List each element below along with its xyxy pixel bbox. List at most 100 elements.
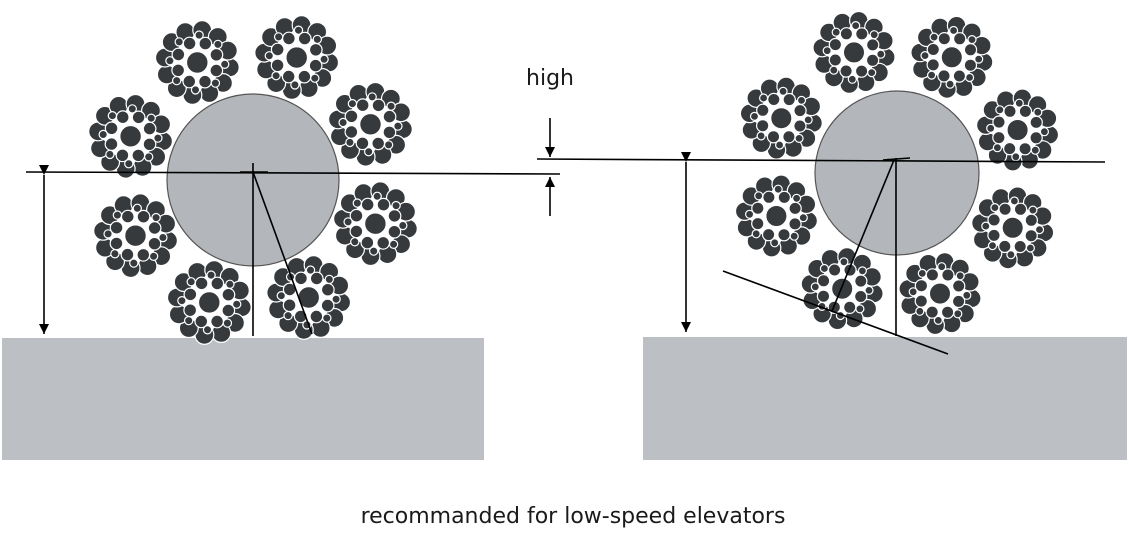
wire (782, 130, 796, 144)
wire (987, 241, 998, 251)
caption: recommanded for low-speed elevators (361, 504, 786, 529)
wire (293, 25, 304, 35)
wire (967, 34, 977, 45)
left-center-horizontal-line (25, 171, 561, 175)
wire (1034, 225, 1045, 235)
wire (963, 43, 978, 57)
wire (322, 313, 332, 323)
wire (995, 105, 1005, 115)
wire (843, 300, 857, 314)
right-center-horizontal-line (536, 158, 1106, 163)
right-rope (734, 10, 1060, 336)
wire (855, 27, 869, 41)
wire (762, 190, 776, 204)
wire (382, 125, 397, 140)
wire (756, 103, 770, 118)
wire (183, 303, 198, 318)
wire (1029, 115, 1043, 130)
wire (371, 136, 386, 151)
wire (1024, 228, 1038, 243)
wire (937, 32, 952, 46)
wire (986, 123, 996, 133)
wire (344, 125, 359, 139)
wire (1013, 202, 1028, 216)
wire (398, 220, 408, 231)
wire (758, 93, 769, 103)
wire (369, 246, 379, 256)
strand (975, 88, 1060, 172)
wire (953, 309, 963, 319)
wire (798, 213, 808, 223)
wire (198, 36, 213, 51)
wire (1013, 239, 1027, 254)
wire (355, 136, 370, 151)
wire (107, 110, 118, 121)
left-angle-line (252, 171, 313, 335)
wire (344, 109, 359, 124)
wire (1014, 98, 1024, 108)
wire (312, 34, 322, 45)
wire (119, 124, 143, 148)
wire (1024, 213, 1039, 227)
wire (948, 25, 959, 36)
wire (270, 42, 285, 57)
wire (320, 282, 335, 297)
wire (146, 113, 156, 123)
wire (1011, 152, 1021, 162)
strand (93, 193, 179, 279)
wire (221, 287, 236, 302)
wire (129, 258, 139, 268)
wire (920, 50, 930, 61)
height-label: high (526, 66, 574, 91)
strand (254, 15, 340, 100)
strand (898, 251, 982, 336)
wire (371, 98, 386, 113)
left-rope (88, 15, 418, 345)
wire (148, 251, 159, 261)
wire (839, 64, 853, 78)
wire (320, 298, 335, 313)
wire (143, 152, 154, 162)
wire (777, 190, 792, 205)
wire (171, 63, 186, 78)
wire (839, 27, 854, 41)
wire (349, 224, 364, 239)
strand (166, 260, 252, 345)
wire (194, 30, 204, 40)
wire (308, 42, 323, 57)
wire (854, 289, 868, 304)
wire (283, 310, 293, 321)
wire (364, 146, 374, 157)
wire (917, 268, 927, 278)
wire (103, 229, 113, 239)
wire (945, 79, 955, 89)
wire (952, 69, 967, 83)
wire (788, 217, 802, 231)
wire (770, 238, 780, 248)
wire (324, 274, 334, 285)
strand (333, 181, 418, 267)
wire (925, 268, 940, 282)
wire (964, 72, 975, 83)
wire (221, 303, 236, 318)
wire (831, 277, 854, 300)
wire (926, 42, 941, 57)
wire (928, 282, 952, 305)
wire (829, 65, 839, 75)
wire (782, 92, 796, 107)
wire (819, 263, 830, 274)
wire (794, 133, 804, 143)
wire (376, 197, 391, 212)
wire (120, 209, 135, 224)
wire (915, 306, 925, 316)
wire (98, 129, 108, 140)
strand (910, 15, 994, 99)
wire (219, 59, 230, 70)
wire (839, 257, 849, 267)
wire (963, 58, 978, 72)
wire (933, 315, 943, 325)
wire (851, 21, 861, 31)
wire (338, 117, 348, 128)
wire (331, 294, 341, 304)
wire (940, 305, 955, 319)
